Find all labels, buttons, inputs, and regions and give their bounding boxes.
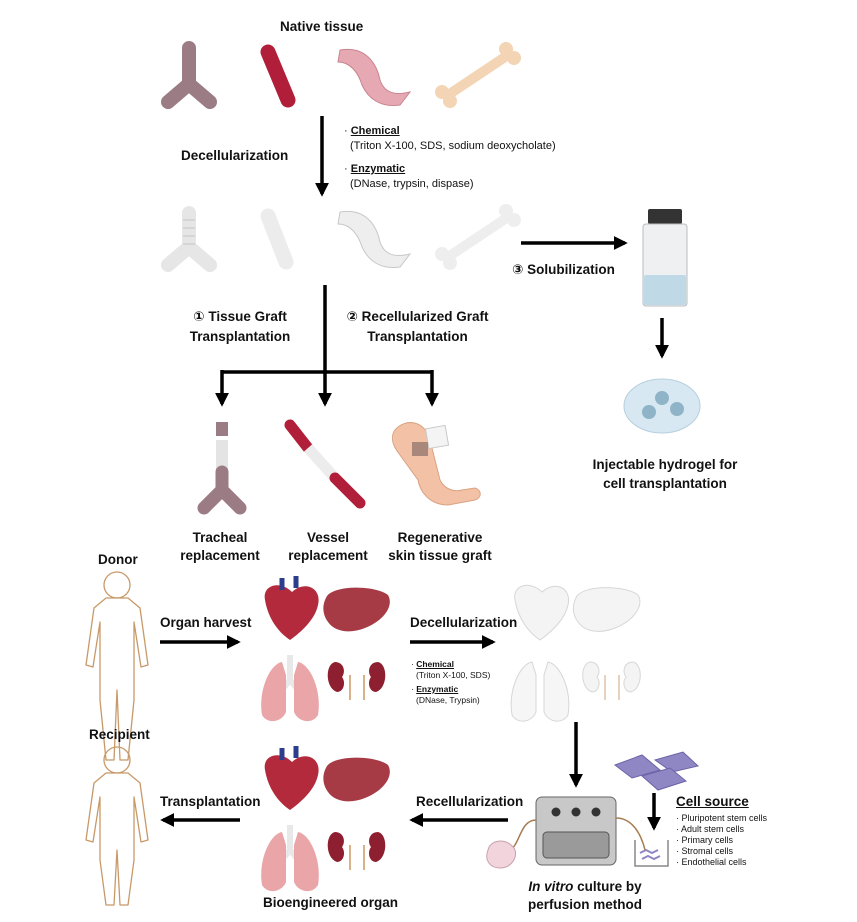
- lung-icon: [261, 655, 319, 722]
- enzymatic-label: Enzymatic: [350, 163, 406, 175]
- decellularization-label: Decellularization: [181, 148, 289, 163]
- cell-source-item: · Endothelial cells: [676, 857, 747, 867]
- invitro-italic: In vitro: [528, 879, 574, 894]
- tracheal-line2: replacement: [180, 548, 260, 563]
- organ-chemical-detail: (Triton X-100, SDS): [416, 670, 491, 680]
- route2-line1: ② Recellularized Graft: [346, 309, 489, 324]
- organ-enzymatic-detail: (DNase, Trypsin): [416, 695, 480, 705]
- decell-vessel-icon: [260, 208, 294, 270]
- cell-source-list: · Pluripotent stem cells · Adult stem ce…: [676, 813, 767, 868]
- invitro-line1: In vitro culture by: [520, 879, 650, 894]
- skin-line1: Regenerative: [397, 530, 483, 545]
- recipient-body-icon: [85, 746, 149, 906]
- route1-line2: Transplantation: [189, 329, 291, 344]
- organ-enzymatic-method: · Enzymatic: [411, 684, 459, 694]
- vessel-line2: replacement: [288, 548, 368, 563]
- chemical-method: · Chemical: [344, 125, 400, 137]
- route1-line1: ① Tissue Graft: [193, 309, 287, 324]
- skin-graft-arm-icon: [391, 422, 481, 506]
- bio-heart-icon: [264, 746, 319, 810]
- perfused-organ-icon: [486, 840, 516, 869]
- chemical-detail: (Triton X-100, SDS, sodium deoxycholate): [350, 140, 556, 152]
- skin-line2: skin tissue graft: [388, 548, 492, 563]
- native-bone-icon: [435, 42, 521, 108]
- cell-source-item: · Pluripotent stem cells: [676, 813, 768, 823]
- bio-kidney-icon: [327, 832, 386, 870]
- heart-icon: [264, 576, 319, 640]
- cell-source-item: · Stromal cells: [676, 846, 734, 856]
- hydrogel-line2: cell transplantation: [603, 476, 727, 491]
- donor-label: Donor: [98, 552, 138, 567]
- invitro-line2: perfusion method: [528, 897, 642, 912]
- bio-liver-icon: [323, 757, 390, 802]
- transplantation-label: Transplantation: [160, 794, 261, 809]
- decell-lung-icon: [510, 661, 570, 722]
- decell-heart-icon: [514, 584, 570, 641]
- organ-chemical-label: Chemical: [416, 659, 454, 669]
- perfusion-device-icon: [509, 796, 646, 866]
- tracheal-line1: Tracheal: [192, 530, 248, 545]
- organ-chemical-method: · Chemical: [411, 659, 454, 669]
- native-vessel-icon: [260, 44, 296, 108]
- route2-line2: Transplantation: [367, 329, 468, 344]
- tracheal-graft-icon: [197, 422, 247, 515]
- enzymatic-detail: (DNase, trypsin, dispase): [350, 178, 474, 190]
- bioengineered-organ-label: Bioengineered organ: [263, 895, 399, 910]
- organ-decell-label: Decellularization: [410, 615, 518, 630]
- decell-kidney-icon: [582, 661, 641, 700]
- cell-source-title: Cell source: [676, 794, 749, 809]
- hydrogel-dish-icon: [623, 378, 701, 434]
- bio-lung-icon: [261, 825, 319, 892]
- kidney-icon: [327, 662, 386, 700]
- cell-source-item: · Adult stem cells: [676, 824, 745, 834]
- enzymatic-method: · Enzymatic: [344, 163, 406, 175]
- organ-harvest-label: Organ harvest: [160, 615, 252, 630]
- native-tissue-title: Native tissue: [280, 19, 364, 34]
- hydrogel-line1: Injectable hydrogel for: [592, 457, 738, 472]
- liver-icon: [323, 587, 390, 632]
- decell-trachea-icon: [161, 206, 217, 272]
- recipient-label: Recipient: [89, 727, 150, 742]
- invitro-rest: culture by: [573, 879, 642, 894]
- native-skin-icon: [337, 48, 412, 107]
- organ-enzymatic-label: Enzymatic: [416, 684, 459, 694]
- decell-liver-icon: [572, 587, 641, 632]
- vessel-graft-icon: [284, 419, 366, 509]
- vessel-line1: Vessel: [306, 530, 350, 545]
- branch-arrows: [215, 285, 439, 407]
- donor-body-icon: [85, 571, 149, 761]
- vial-icon: [642, 209, 688, 307]
- decell-bone-icon: [435, 204, 521, 270]
- culture-dish-icon: [634, 840, 669, 867]
- cells-icon: [613, 751, 700, 791]
- decell-skin-icon: [337, 210, 412, 269]
- chemical-label: Chemical: [350, 125, 400, 137]
- recellularization-label: Recellularization: [416, 794, 524, 809]
- cell-source-item: · Primary cells: [676, 835, 734, 845]
- solubilization-label: ③ Solubilization: [512, 262, 615, 277]
- native-trachea-icon: [161, 41, 217, 109]
